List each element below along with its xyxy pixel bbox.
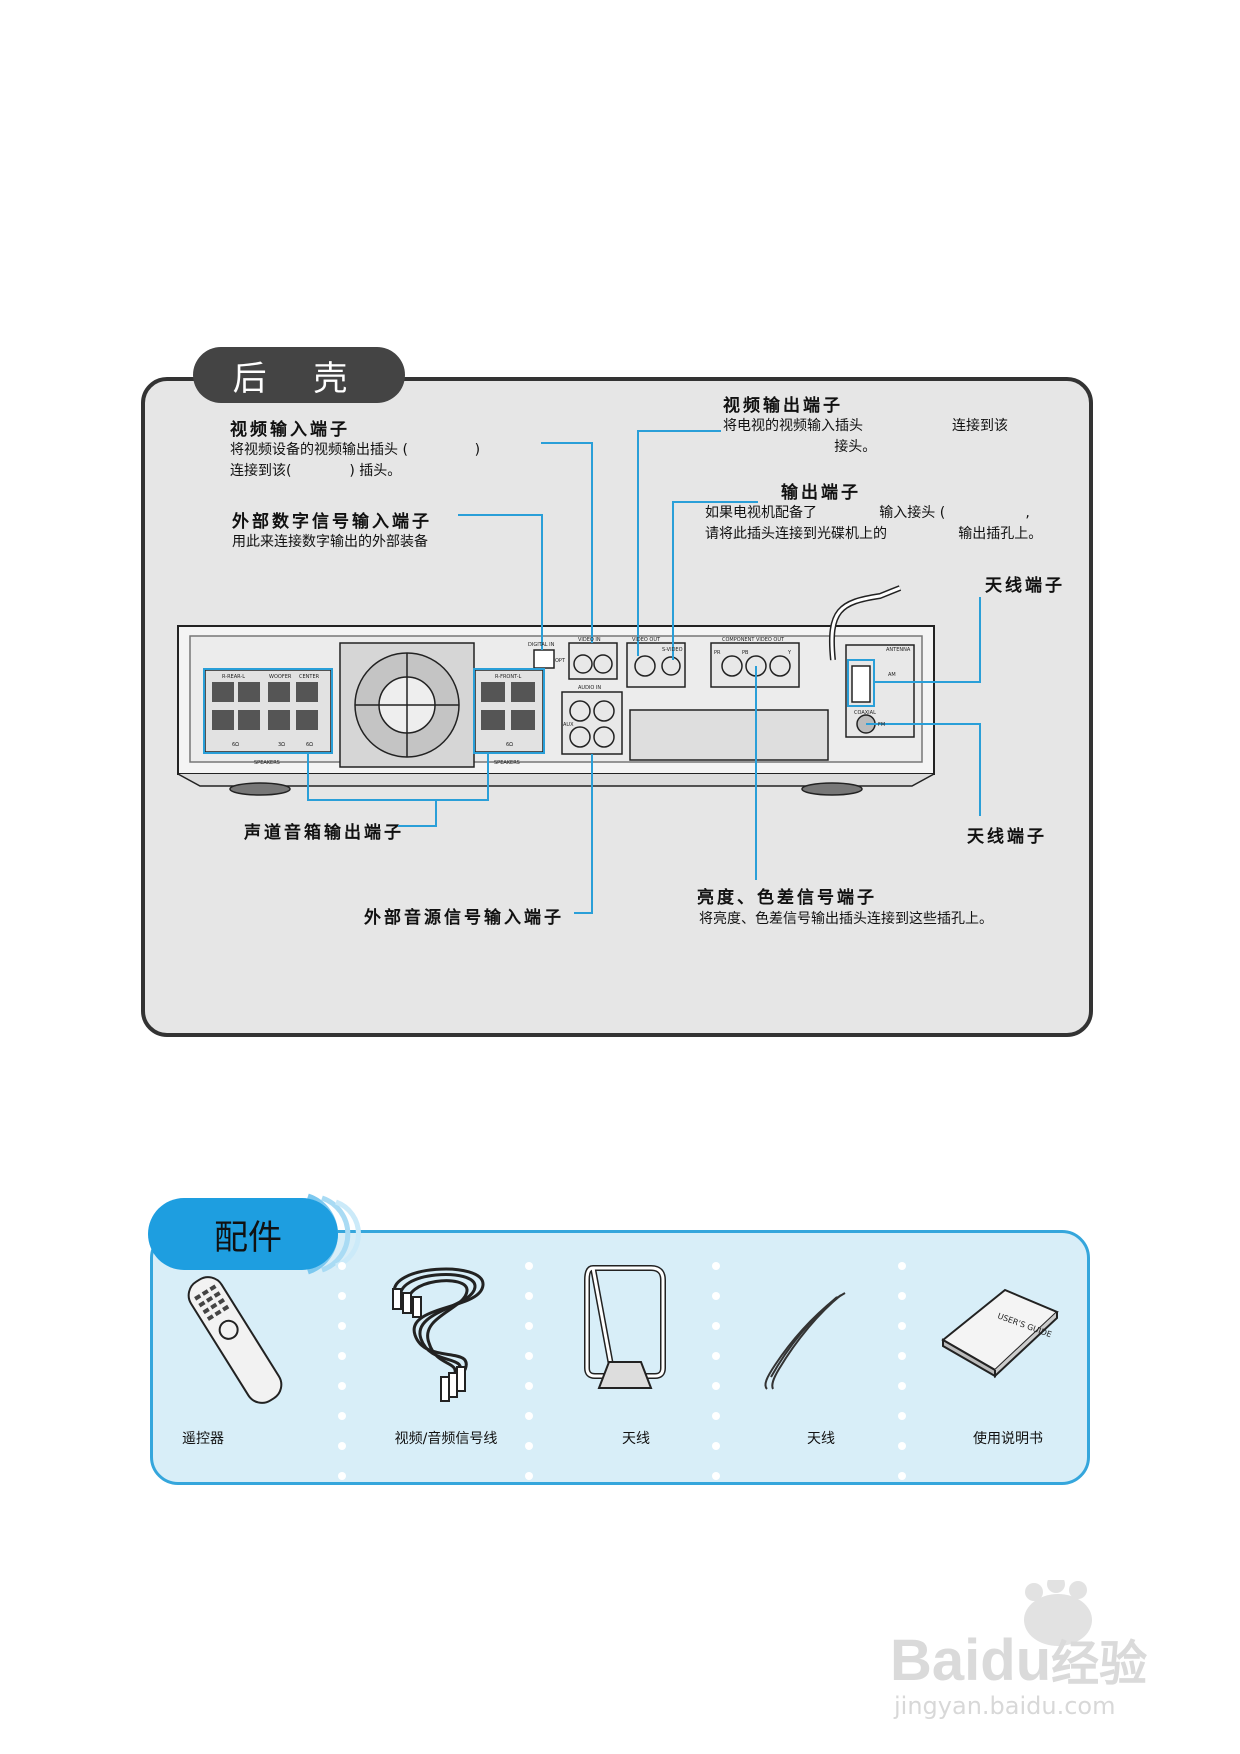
separator-dot (712, 1442, 720, 1450)
label-coaxial: COAXIAL (854, 710, 876, 716)
label-component-out: COMPONENT VIDEO OUT (722, 637, 785, 643)
label-speakers-left: SPEAKERS (254, 760, 280, 766)
video-in-desc: 将视频设备的视频输出插头 ( ) 连接到该( ) 插头。 (230, 442, 481, 479)
label-svideo: S-VIDEO (662, 647, 683, 653)
accessories-title: 配件 (148, 1198, 338, 1270)
separator-dot (898, 1352, 906, 1360)
fm-wire-antenna-icon (764, 1292, 846, 1390)
label-pr: PR (714, 650, 721, 656)
watermark-brand-b: du (980, 1628, 1052, 1693)
label-video-in: VIDEO IN (578, 637, 601, 643)
audio-in-title: 外部音源信号输入端子 (364, 908, 564, 928)
separator-dot (525, 1322, 533, 1330)
receiver-rear-diagram: DIGITAL IN OPT VIDEO IN VIDEO OUT S-VIDE… (177, 430, 981, 914)
svideo-out-desc: 如果电视机配备了 输入接头 ( , 请将此插头连接到光碟机上的 输出插孔上。 (705, 505, 1043, 542)
separator-dot (525, 1292, 533, 1300)
separator-dot (898, 1412, 906, 1420)
label-ohm-center: 6Ω (306, 742, 313, 748)
accessory-label-manual: 使用说明书 (973, 1431, 1043, 1447)
separator-dot (525, 1352, 533, 1360)
digital-in-desc: 用此来连接数字输出的外部装备 (232, 534, 428, 550)
component-title: 亮度、色差信号端子 (697, 888, 877, 908)
accessory-label-av-cable: 视频/音频信号线 (394, 1431, 498, 1447)
separator-dot (898, 1382, 906, 1390)
av-cable-icon (392, 1267, 485, 1402)
label-am: AM (888, 672, 896, 678)
separator-dot (898, 1472, 906, 1480)
separator-dot (712, 1382, 720, 1390)
video-out-title: 视频输出端子 (723, 396, 843, 416)
am-loop-antenna-icon (584, 1264, 666, 1389)
component-desc: 将亮度、色差信号输出插头连接到这些插孔上。 (699, 911, 993, 927)
label-front: R-FRONT-L (495, 674, 522, 680)
separator-dot (712, 1472, 720, 1480)
accessory-label-am-antenna: 天线 (622, 1431, 650, 1447)
accessories-section (150, 1230, 1090, 1485)
label-ohm-surround: 6Ω (232, 742, 239, 748)
separator-dot (338, 1472, 346, 1480)
paw-logo-icon (1024, 1575, 1092, 1646)
label-audio-in: AUDIO IN (578, 685, 601, 691)
label-speakers-front: SPEAKERS (494, 760, 520, 766)
remote-control-icon (187, 1276, 283, 1404)
watermark-brand-c: 经验 (1051, 1638, 1148, 1691)
accessory-label-fm-antenna: 天线 (807, 1431, 835, 1447)
antenna-top-title: 天线端子 (985, 576, 1065, 596)
separator-dot (525, 1382, 533, 1390)
separator-dot (338, 1382, 346, 1390)
label-antenna: ANTENNA (886, 647, 911, 653)
separator-dot (712, 1352, 720, 1360)
label-surround: R-REAR-L (222, 674, 245, 680)
separator-dot (525, 1412, 533, 1420)
separator-dot (712, 1262, 720, 1270)
label-woofer: WOOFER (269, 674, 292, 680)
watermark-brand-a: Bai (890, 1628, 981, 1693)
separator-dot (712, 1292, 720, 1300)
separator-dot (898, 1322, 906, 1330)
separator-dot (898, 1262, 906, 1270)
separator-dot (525, 1472, 533, 1480)
label-digital-in: DIGITAL IN (528, 642, 555, 648)
separator-dot (338, 1442, 346, 1450)
user-manual-icon: USER'S GUIDE (941, 1288, 1059, 1379)
separator-dot (712, 1322, 720, 1330)
label-ohm-woofer: 3Ω (278, 742, 285, 748)
accessory-label-remote: 遥控器 (182, 1431, 224, 1447)
video-in-title: 视频输入端子 (230, 420, 350, 440)
label-aux: AUX (563, 722, 574, 728)
separator-dot (898, 1292, 906, 1300)
separator-dot (525, 1262, 533, 1270)
separator-dot (338, 1262, 346, 1270)
separator-dot (525, 1442, 533, 1450)
digital-in-title: 外部数字信号输入端子 (232, 512, 432, 532)
speaker-out-title: 声道音箱输出端子 (244, 823, 404, 843)
label-video-out: VIDEO OUT (632, 637, 661, 643)
label-y: Y (787, 650, 792, 656)
label-pb: PB (742, 650, 749, 656)
video-out-desc: 将电视的视频输入插头 连接到该 接头。 (723, 418, 1009, 455)
separator-dot (338, 1292, 346, 1300)
svideo-out-title: 输出端子 (781, 483, 861, 503)
separator-dot (338, 1412, 346, 1420)
rear-section-title: 后 壳 (193, 347, 405, 403)
baidu-jingyan-watermark: Baidu经验 jingyan.baidu.com (880, 1575, 1220, 1730)
label-center: CENTER (299, 674, 320, 680)
antenna-bottom-title: 天线端子 (967, 827, 1047, 847)
label-opt: OPT (555, 658, 566, 664)
label-fm: FM (878, 722, 885, 728)
watermark-url: jingyan.baidu.com (894, 1692, 1116, 1720)
separator-dot (712, 1412, 720, 1420)
separator-dot (338, 1352, 346, 1360)
separator-dot (338, 1322, 346, 1330)
separator-dot (898, 1442, 906, 1450)
label-ohm-front: 6Ω (506, 742, 513, 748)
